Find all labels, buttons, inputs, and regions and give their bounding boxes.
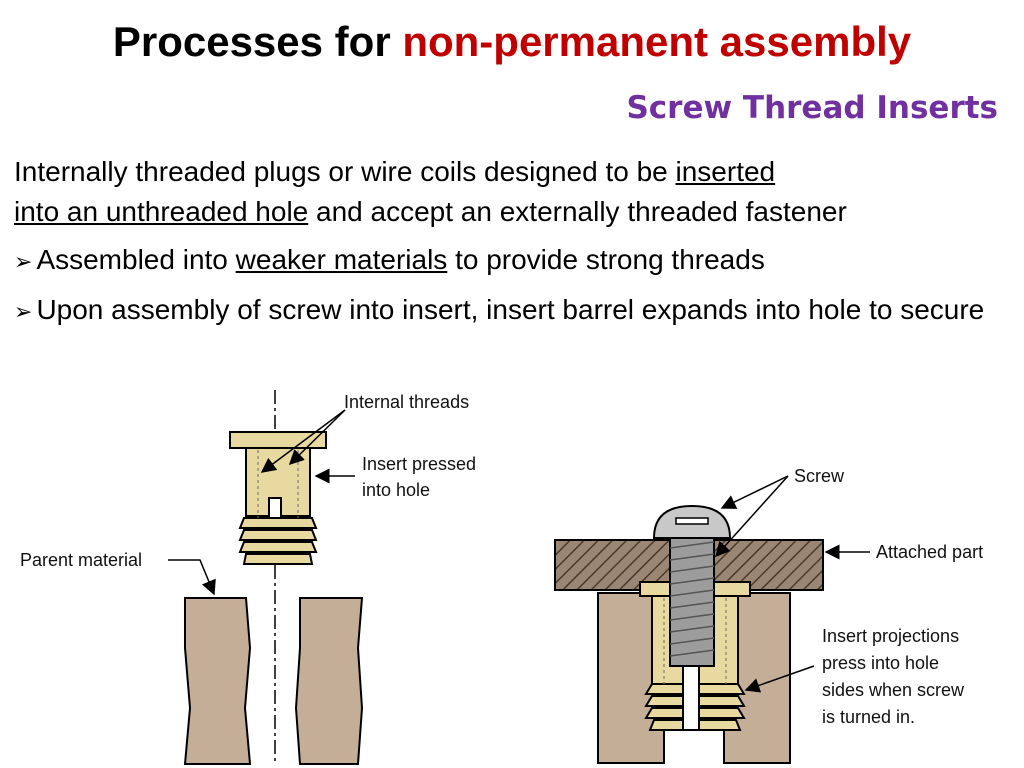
intro-underline-1: inserted [675, 156, 776, 187]
bullet-1-underline: weaker materials [235, 244, 448, 275]
label-insert-projections-3: sides when screw [822, 680, 965, 700]
label-insert-projections-4: is turned in. [822, 707, 915, 727]
slide-body: Internally threaded plugs or wire coils … [14, 152, 1004, 338]
right-arrow-bullet-icon: ➢ [14, 299, 33, 324]
label-insert-pressed: Insert pressed [362, 454, 476, 474]
label-attached-part: Attached part [876, 542, 983, 562]
label-parent-material: Parent material [20, 550, 142, 570]
parent-material-left [183, 597, 364, 765]
title-part-black: Processes for [112, 18, 403, 65]
right-arrow-bullet-icon: ➢ [14, 249, 33, 274]
label-into-hole: into hole [362, 480, 430, 500]
bullet-1-text-end: to provide strong threads [447, 244, 765, 275]
intro-text-2: and accept an externally threaded fasten… [308, 196, 847, 227]
label-insert-projections-2: press into hole [822, 653, 939, 673]
intro-underline-2: into an unthreaded hole [14, 196, 309, 227]
intro-paragraph: Internally threaded plugs or wire coils … [14, 152, 1004, 232]
bullet-1-text: Assembled into [36, 244, 236, 275]
insert-diagram: Internal threads Insert pressed into hol… [20, 390, 983, 765]
bullet-2-text: Upon assembly of screw into insert, inse… [14, 294, 985, 338]
bullet-item: ➢Assembled into weaker materials to prov… [14, 240, 1004, 282]
right-assembly [554, 504, 824, 764]
slide-title: Processes for non-permanent assembly [0, 18, 1024, 66]
label-insert-projections-1: Insert projections [822, 626, 959, 646]
bullet-item: ➢Upon assembly of screw into insert, ins… [14, 290, 1004, 338]
label-screw: Screw [794, 466, 845, 486]
label-internal-threads: Internal threads [344, 392, 469, 412]
title-part-red: non-permanent assembly [402, 18, 912, 65]
intro-text-1: Internally threaded plugs or wire coils … [14, 156, 676, 187]
slide-subtitle: Screw Thread Inserts [626, 90, 998, 126]
